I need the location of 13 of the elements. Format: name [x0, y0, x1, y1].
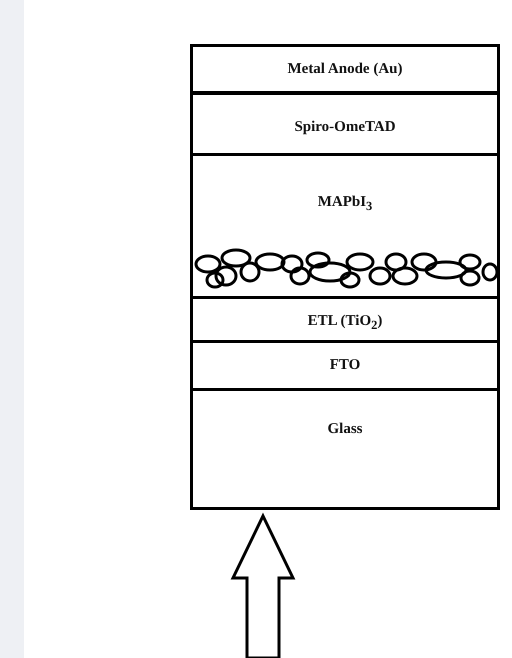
layer-box [190, 44, 500, 94]
layer-label: ETL (TiO$_{2}$) [308, 313, 382, 333]
hollow-arrow [230, 512, 296, 658]
layer-box [190, 388, 500, 510]
layer-label: MAPbI$_{3}$ [318, 194, 372, 214]
layer-box [190, 153, 500, 299]
layer-label: Spiro-OmeTAD [294, 119, 396, 136]
layer-label: FTO [330, 357, 360, 374]
layer-label: Glass [327, 421, 362, 438]
layer-label: Metal Anode (Au) [288, 61, 402, 78]
layer-box [190, 92, 500, 156]
layer-box [190, 296, 500, 343]
layer-box [190, 340, 500, 391]
